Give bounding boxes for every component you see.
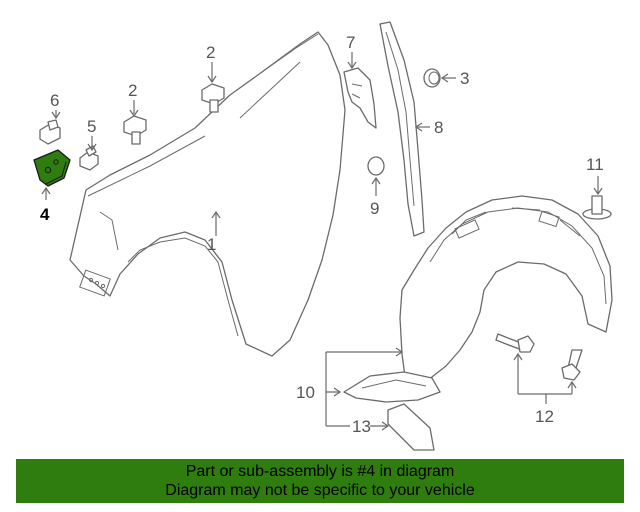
deflector-part-13[interactable] <box>387 403 435 451</box>
leader-lines <box>41 52 603 431</box>
bolt-part-12-left[interactable] <box>495 333 535 353</box>
seal-part-8[interactable] <box>379 21 425 237</box>
plug-part-3[interactable] <box>423 68 441 88</box>
callout-8: 8 <box>434 118 443 137</box>
callout-6: 6 <box>50 91 59 110</box>
callout-13: 13 <box>352 417 371 436</box>
grommet-part-9[interactable] <box>367 156 385 176</box>
notice-banner: Part or sub-assembly is #4 in diagram Di… <box>16 459 624 503</box>
callout-12: 12 <box>535 407 554 426</box>
callout-7: 7 <box>346 33 355 52</box>
bracket-part-7[interactable] <box>343 67 377 129</box>
callout-3: 3 <box>460 69 469 88</box>
fender-liner-part-10[interactable] <box>343 195 613 403</box>
fender-panel[interactable] <box>69 31 346 357</box>
notice-line-2: Diagram may not be specific to your vehi… <box>165 482 475 499</box>
callout-2-right: 2 <box>206 43 215 62</box>
bolt-part-2-right[interactable] <box>201 83 225 113</box>
callout-1: 1 <box>207 235 216 254</box>
callout-10: 10 <box>296 383 315 402</box>
callout-11: 11 <box>586 155 604 174</box>
clip-nut-part-6[interactable] <box>39 119 61 145</box>
parts-diagram: 1 2 2 3 4 5 6 7 8 9 10 11 12 13 <box>33 21 613 451</box>
callout-4: 4 <box>40 205 50 224</box>
callout-9: 9 <box>370 199 379 218</box>
fender-bracket-part-4[interactable] <box>33 149 71 187</box>
notice-line-1: Part or sub-assembly is #4 in diagram <box>185 463 455 480</box>
callout-2-left: 2 <box>128 81 137 100</box>
bolt-part-12-right[interactable] <box>561 349 583 381</box>
pin-part-11[interactable] <box>582 195 612 220</box>
bolt-part-5[interactable] <box>79 145 99 171</box>
bolt-part-2-left[interactable] <box>123 115 147 145</box>
callout-5: 5 <box>87 117 96 136</box>
